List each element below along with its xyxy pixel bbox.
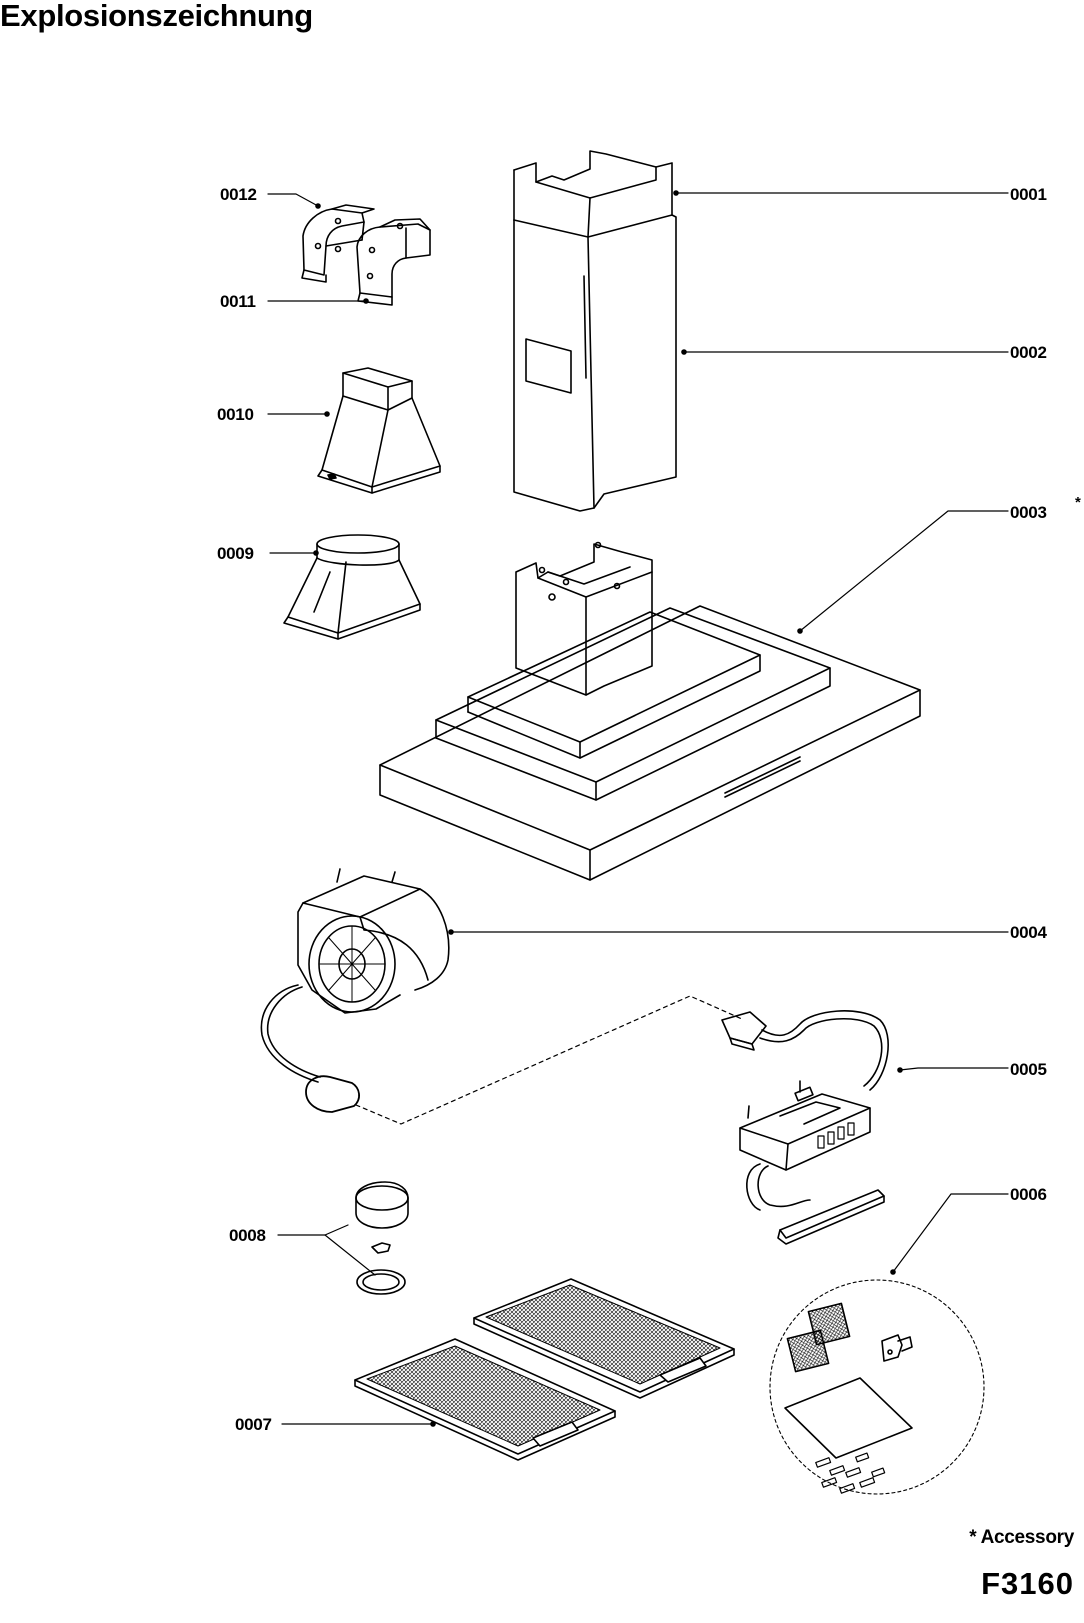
fan-motor-illustration xyxy=(261,869,448,1112)
page-title: Explosionszeichnung xyxy=(0,0,313,33)
label-0011: 0011 xyxy=(220,292,256,311)
label-0012: 0012 xyxy=(220,185,257,204)
label-0010: 0010 xyxy=(217,405,254,424)
control-box-illustration xyxy=(722,1011,888,1244)
label-0001: 0001 xyxy=(1010,185,1047,204)
accessory-asterisk: * xyxy=(1075,494,1081,511)
accessory-footnote: * Accessory xyxy=(969,1527,1074,1548)
leader-lines xyxy=(268,191,1008,1426)
dashed-connection-line xyxy=(356,996,742,1124)
grease-filters-illustration xyxy=(355,1279,734,1460)
label-0005: 0005 xyxy=(1010,1060,1047,1079)
elbow-pieces-illustration xyxy=(302,205,430,305)
label-0002: 0002 xyxy=(1010,343,1047,362)
label-0003: 0003 xyxy=(1010,503,1047,522)
label-0009: 0009 xyxy=(217,544,254,563)
chimney-illustration xyxy=(514,151,676,511)
square-adapter-illustration xyxy=(318,368,440,493)
label-0008: 0008 xyxy=(229,1226,266,1245)
hood-illustration xyxy=(380,543,920,881)
drawing-code: F3160 xyxy=(981,1566,1074,1601)
label-0007: 0007 xyxy=(235,1415,272,1434)
round-adapter-illustration xyxy=(284,535,420,639)
label-0004: 0004 xyxy=(1010,923,1047,942)
label-0006: 0006 xyxy=(1010,1185,1047,1204)
lamp-illustration xyxy=(356,1182,408,1294)
accessory-kit-illustration xyxy=(770,1280,984,1494)
